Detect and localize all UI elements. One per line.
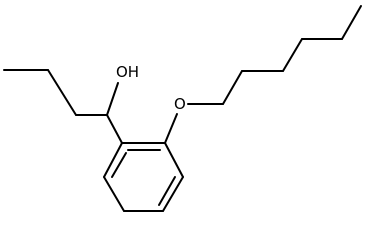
ring-bond-6 <box>103 142 123 178</box>
bond-c4-ring <box>106 114 123 144</box>
ether-oxygen-label: O <box>174 95 186 113</box>
bond-ring-o <box>164 113 178 144</box>
hexyl-bond-5 <box>341 5 362 40</box>
ring-double-bond-3 <box>111 152 127 178</box>
hexyl-bond-3 <box>282 38 303 72</box>
ring-double-bond-2 <box>158 176 176 206</box>
hexyl-bond-1 <box>222 70 243 105</box>
hydroxyl-label: OH <box>116 63 139 81</box>
butyl-chain <box>3 69 123 144</box>
ring-bond-3 <box>162 176 184 212</box>
ether-link <box>164 103 224 144</box>
hexyl-chain <box>222 5 362 105</box>
benzene-ring <box>103 142 184 212</box>
ring-bond-5 <box>103 176 125 212</box>
bond-c2-c3 <box>47 69 77 116</box>
bond-c4-oh <box>106 82 119 116</box>
ring-bond-2 <box>164 142 184 178</box>
chemical-structure: OH O <box>3 5 362 212</box>
